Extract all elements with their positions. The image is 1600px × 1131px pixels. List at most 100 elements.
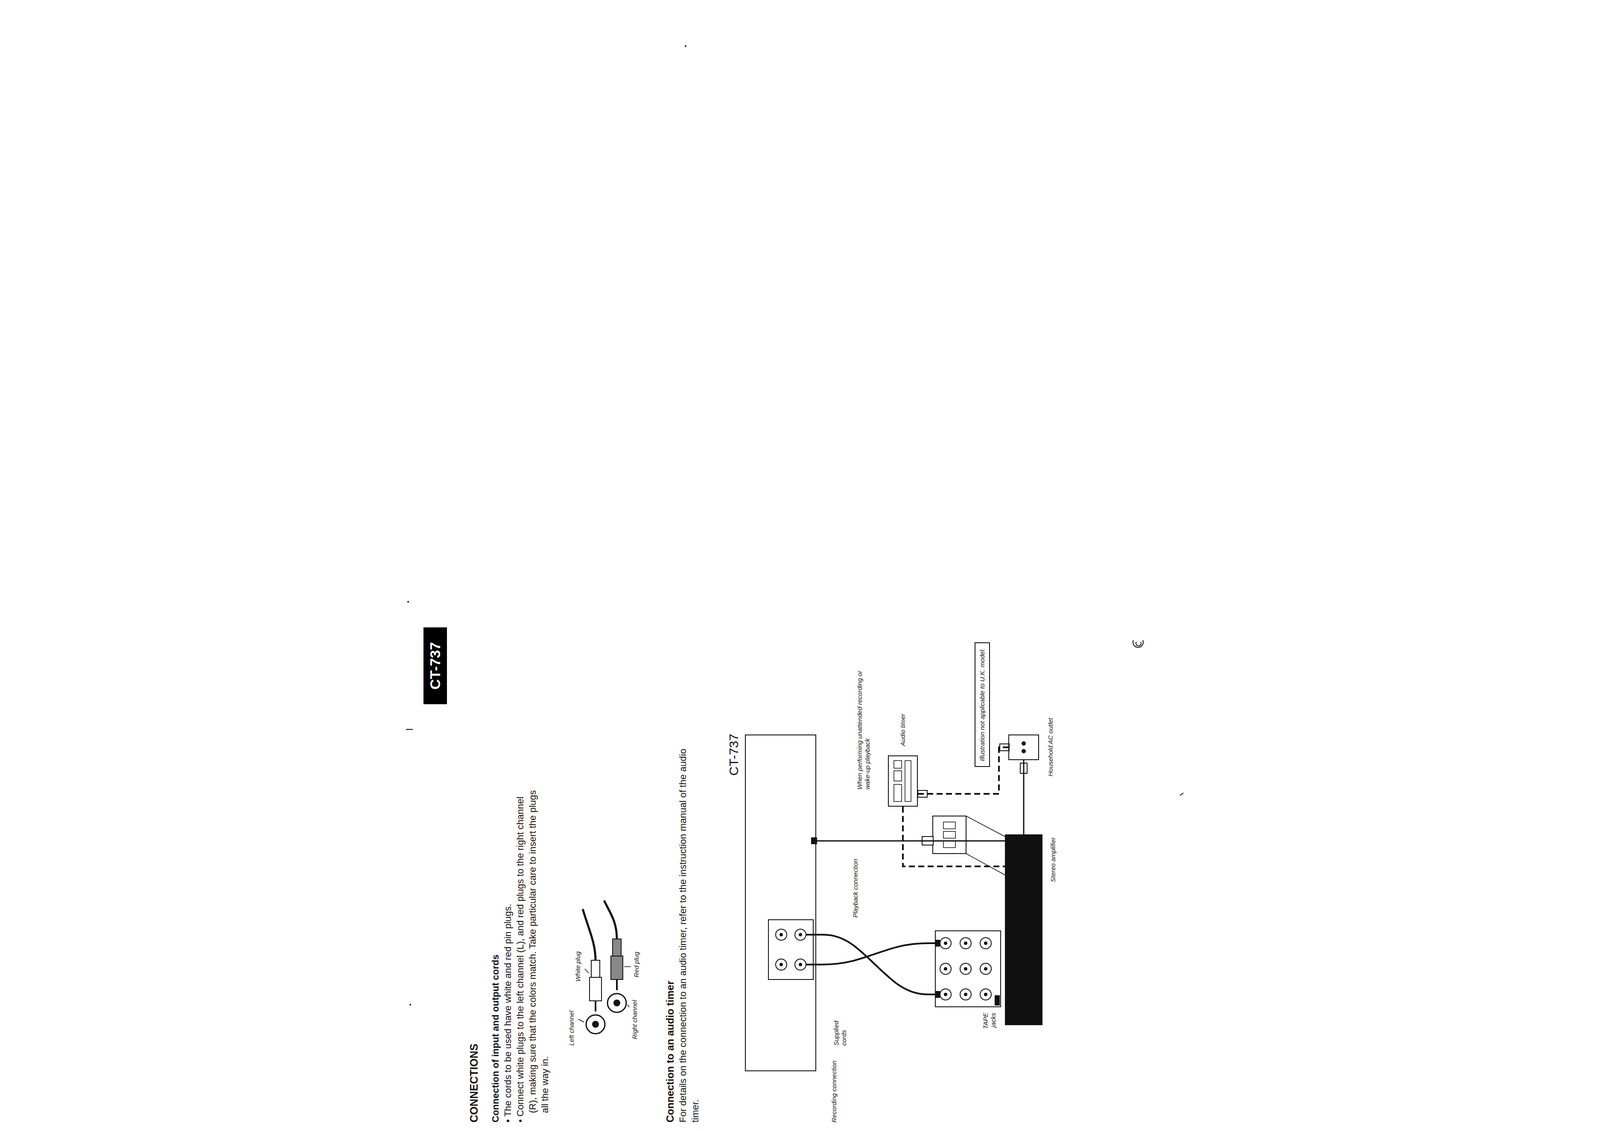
tape-jack xyxy=(980,937,992,949)
tape-jack-panel: TAPE jacks xyxy=(934,930,1002,1008)
tape-jack xyxy=(940,937,952,949)
cassette-deck: CT-737 xyxy=(744,734,817,1072)
section-heading: CONNECTIONS xyxy=(467,866,481,1123)
sub-heading: Connection of input and output cords xyxy=(489,781,502,1123)
outlet-slot xyxy=(1021,749,1026,754)
jack-socket-center xyxy=(592,1021,599,1028)
part-name: Supplied cords xyxy=(832,1011,849,1046)
connector-label: Playback connection xyxy=(851,853,860,918)
outlet-socket xyxy=(943,840,956,848)
box-label: Illustration not applicable to U.K. mode… xyxy=(978,648,987,762)
leader-line xyxy=(624,966,631,968)
tape-jack-center xyxy=(983,941,988,946)
part-name: White plug xyxy=(574,939,582,982)
body-text: For details on the connection to an audi… xyxy=(676,747,702,1123)
deck-jack xyxy=(794,929,806,941)
pin-cord xyxy=(816,943,935,965)
tape-jack-center xyxy=(983,992,988,997)
deck-jack-center xyxy=(798,933,803,937)
leader-line xyxy=(627,1004,630,1008)
cord xyxy=(805,934,817,936)
outlet-socket xyxy=(943,822,956,830)
tape-jack xyxy=(960,989,972,1001)
tape-jack-center xyxy=(943,992,948,997)
timer-cord xyxy=(902,806,1005,867)
power-cord xyxy=(1023,760,1025,835)
tape-jack xyxy=(960,963,972,975)
switched-outlet-closeup xyxy=(932,816,967,854)
part-name: Right channel xyxy=(630,990,639,1040)
tape-jack-center xyxy=(943,967,948,971)
deck-jack xyxy=(775,929,787,941)
timer-display xyxy=(893,784,902,802)
deck-jack-center xyxy=(798,963,803,967)
tape-jack-center xyxy=(963,967,968,971)
panel-tab xyxy=(994,995,1000,1006)
note-box: Illustration not applicable to U.K. mode… xyxy=(974,642,990,768)
page-dot xyxy=(409,1004,412,1006)
ac-outlet: Household AC outlet xyxy=(1008,734,1040,761)
plug-pin xyxy=(616,979,618,991)
deck-jack-panel xyxy=(768,919,814,980)
tape-jack xyxy=(940,989,952,1001)
bullet-text: • Connect white plugs to the left channe… xyxy=(513,780,552,1123)
part-name: Audio timer xyxy=(899,694,907,747)
audio-timer: Audio timer xyxy=(887,755,918,807)
jack-socket xyxy=(607,993,627,1013)
page-mark xyxy=(405,729,413,730)
plug-cord xyxy=(604,900,617,940)
power-cord xyxy=(816,840,1005,842)
part-name: Left channel xyxy=(567,998,576,1046)
deck-jack-center xyxy=(779,933,783,937)
timer-button xyxy=(893,770,902,782)
section-heading: Connection to an audio timer xyxy=(663,781,677,1123)
jack-socket xyxy=(586,1015,605,1034)
page-mark xyxy=(1179,793,1184,796)
deck-jack xyxy=(775,959,787,971)
timer-button xyxy=(893,760,902,769)
red-plug-body xyxy=(610,956,623,980)
connector-label: Recording connection xyxy=(830,1058,838,1123)
tape-jack-center xyxy=(963,941,968,946)
jack-socket-center xyxy=(613,999,621,1007)
part-name: Red plug xyxy=(632,939,641,978)
note-text: When performing unattended recording or … xyxy=(855,670,872,790)
page-mark xyxy=(1132,640,1144,648)
page-dot xyxy=(684,45,687,47)
white-plug-body xyxy=(589,977,602,1002)
tape-jack xyxy=(980,989,992,1001)
pin-cord xyxy=(816,934,935,995)
outlet-socket xyxy=(943,831,956,839)
part-name: Stereo amplifier xyxy=(1049,805,1057,883)
model-badge: CT-737 xyxy=(423,627,447,705)
page-dot xyxy=(407,601,409,603)
leader-line xyxy=(584,969,589,974)
box-label: CT-737 xyxy=(426,642,444,690)
plug-cord xyxy=(582,909,596,961)
red-plug-collar xyxy=(612,939,622,957)
magnifier-line xyxy=(966,816,1005,837)
part-name: TAPE jacks xyxy=(981,1013,998,1039)
bullet-text: • The cords to be used have white and re… xyxy=(501,780,514,1123)
cord xyxy=(805,963,817,966)
plug-pin xyxy=(594,1001,597,1012)
tape-jack-center xyxy=(943,941,948,946)
deck-jack-center xyxy=(779,963,783,967)
stereo-amplifier: Stereo amplifier xyxy=(1004,834,1043,1026)
deck-jack xyxy=(794,959,806,971)
tape-jack-center xyxy=(983,967,988,971)
tape-jack xyxy=(960,937,972,949)
tape-jack xyxy=(980,963,992,975)
magnifier-line xyxy=(966,853,1005,876)
outlet-slot xyxy=(1021,741,1026,746)
timer-outlet xyxy=(905,760,911,802)
timer-cord xyxy=(917,747,1009,795)
part-name: CT-737 xyxy=(726,733,742,820)
white-plug-collar xyxy=(591,960,600,978)
tape-jack-center xyxy=(963,992,968,997)
part-name: Household AC outlet xyxy=(1046,703,1055,777)
tape-jack xyxy=(940,963,952,975)
